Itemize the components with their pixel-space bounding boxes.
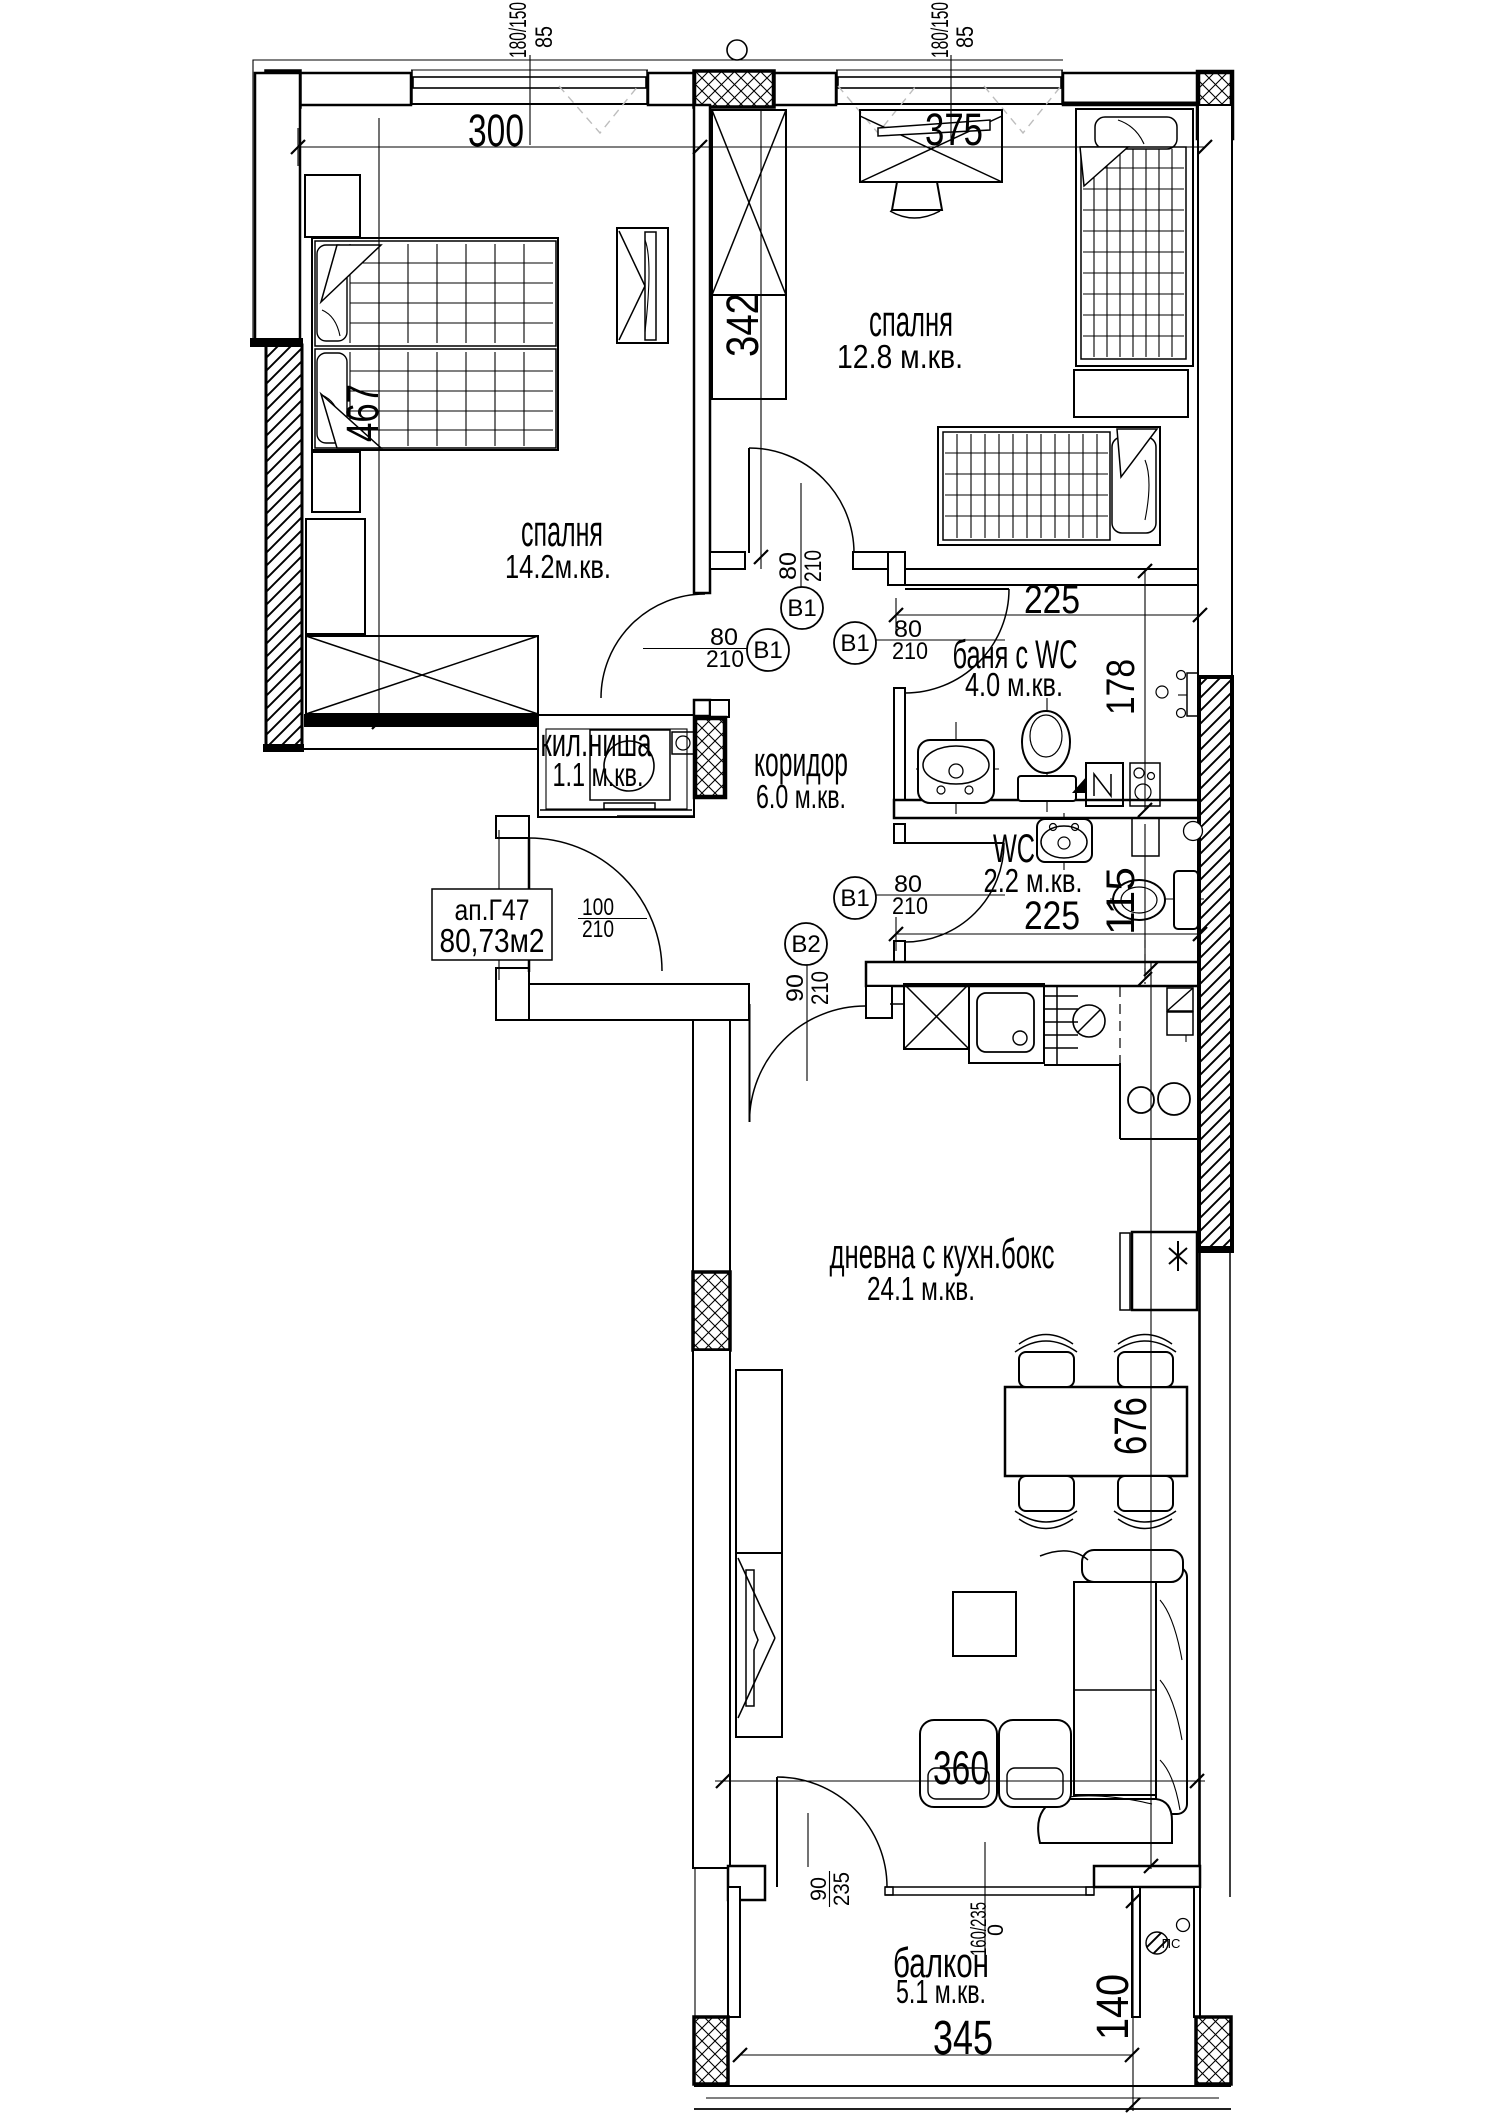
svg-text:160/235: 160/235: [966, 1902, 991, 1956]
svg-text:180/150: 180/150: [505, 2, 532, 58]
svg-text:90: 90: [806, 1877, 831, 1901]
svg-text:24.1 м.кв.: 24.1 м.кв.: [867, 1270, 975, 1307]
svg-text:676: 676: [1105, 1397, 1156, 1455]
svg-text:80: 80: [894, 871, 922, 898]
svg-text:80: 80: [710, 624, 738, 651]
svg-text:210: 210: [582, 916, 614, 943]
svg-text:140: 140: [1087, 1974, 1138, 2040]
svg-text:WC: WC: [993, 827, 1035, 871]
svg-text:225: 225: [1024, 578, 1080, 622]
svg-text:спалня: спалня: [869, 297, 953, 346]
svg-text:0: 0: [983, 1924, 1008, 1936]
svg-text:6.0 м.кв.: 6.0 м.кв.: [756, 778, 846, 815]
svg-text:345: 345: [933, 2012, 993, 2065]
svg-text:375: 375: [925, 104, 983, 155]
svg-text:85: 85: [531, 26, 558, 48]
svg-text:коридор: коридор: [754, 738, 848, 785]
svg-text:342: 342: [717, 293, 768, 357]
svg-text:115: 115: [1099, 867, 1143, 935]
svg-text:210: 210: [800, 550, 827, 582]
svg-text:B1: B1: [840, 630, 869, 657]
svg-text:225: 225: [1024, 894, 1080, 938]
svg-text:2.2 м.кв.: 2.2 м.кв.: [984, 862, 1083, 899]
svg-text:300: 300: [468, 105, 524, 156]
svg-text:180/150: 180/150: [927, 2, 954, 58]
svg-text:ПС: ПС: [1162, 1936, 1181, 1951]
svg-text:360: 360: [933, 1741, 989, 1794]
svg-text:80,73м2: 80,73м2: [440, 922, 545, 959]
svg-text:235: 235: [829, 1872, 854, 1906]
svg-text:B1: B1: [753, 637, 782, 664]
svg-text:85: 85: [952, 26, 979, 48]
svg-text:кил.ниша: кил.ниша: [541, 721, 652, 765]
svg-text:спалня: спалня: [521, 507, 603, 556]
svg-text:дневна с кухн.бокс: дневна с кухн.бокс: [830, 1230, 1055, 1277]
svg-text:B1: B1: [787, 595, 816, 622]
svg-text:B2: B2: [791, 931, 820, 958]
svg-text:ап.Г47: ап.Г47: [455, 894, 530, 927]
svg-text:178: 178: [1099, 659, 1143, 715]
svg-text:467: 467: [337, 384, 388, 442]
svg-text:210: 210: [706, 646, 744, 673]
svg-text:80: 80: [894, 616, 922, 643]
svg-text:12.8 м.кв.: 12.8 м.кв.: [837, 338, 963, 375]
svg-text:80: 80: [775, 552, 802, 580]
svg-text:14.2м.кв.: 14.2м.кв.: [505, 548, 611, 585]
svg-text:100: 100: [582, 894, 614, 921]
svg-text:1.1 м.кв.: 1.1 м.кв.: [553, 756, 644, 793]
svg-text:90: 90: [782, 974, 809, 1002]
svg-text:5.1 м.кв.: 5.1 м.кв.: [896, 1973, 986, 2010]
svg-text:210: 210: [807, 971, 834, 1005]
svg-text:210: 210: [892, 638, 928, 665]
svg-text:баня с WC: баня с WC: [953, 633, 1078, 677]
svg-text:балкон: балкон: [893, 1939, 989, 1986]
svg-text:210: 210: [892, 893, 928, 920]
svg-text:4.0 м.кв.: 4.0 м.кв.: [965, 666, 1063, 703]
svg-text:B1: B1: [840, 885, 869, 912]
